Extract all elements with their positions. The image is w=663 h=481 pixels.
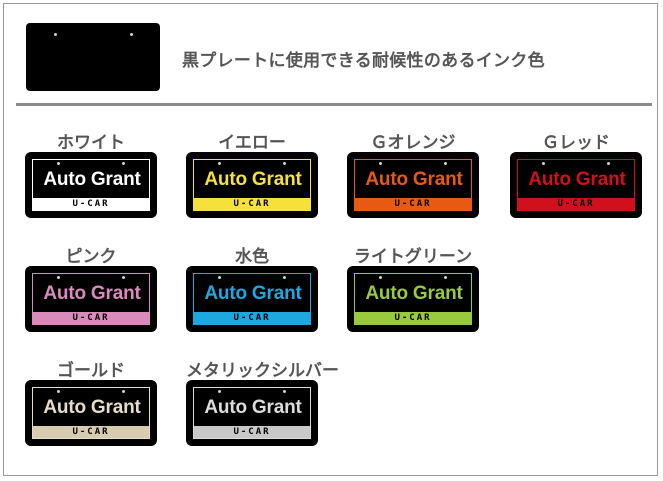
black-plate-sample — [26, 23, 160, 91]
plate-sample: Auto Grant U-CAR — [25, 152, 157, 218]
plate-border: Auto Grant U-CAR — [354, 273, 472, 325]
main-frame: 黒プレートに使用できる耐候性のあるインク色 ホワイト Auto Grant U-… — [3, 3, 658, 476]
plate-sample: Auto Grant U-CAR — [347, 266, 479, 332]
plate-sample: Auto Grant U-CAR — [25, 266, 157, 332]
color-label: ホワイト — [57, 133, 125, 153]
plate-hole-left — [542, 162, 545, 165]
plate-sub: U-CAR — [233, 313, 271, 323]
plate-brand: Auto Grant — [43, 283, 141, 304]
plate-border: Auto Grant U-CAR — [32, 387, 150, 439]
plate-band: U-CAR — [33, 198, 149, 210]
plate-hole-left — [57, 276, 60, 279]
plate-hole-right — [122, 390, 125, 393]
plate-border: Auto Grant U-CAR — [193, 273, 311, 325]
plate-hole-right — [122, 276, 125, 279]
plate-hole-right — [607, 162, 610, 165]
plate-border: Auto Grant U-CAR — [517, 159, 635, 211]
plate-hole-right — [283, 162, 286, 165]
plate-sample: Auto Grant U-CAR — [347, 152, 479, 218]
plate-brand: Auto Grant — [204, 169, 302, 190]
plate-hole-left — [379, 162, 382, 165]
plate-sample: Auto Grant U-CAR — [186, 380, 318, 446]
plate-border: Auto Grant U-CAR — [32, 159, 150, 211]
plate-hole-right — [122, 162, 125, 165]
color-label: 水色 — [235, 247, 269, 267]
plate-band: U-CAR — [194, 312, 310, 324]
plate-sample: Auto Grant U-CAR — [186, 266, 318, 332]
plate-sample: Auto Grant U-CAR — [510, 152, 642, 218]
plate-hole-left — [57, 390, 60, 393]
plate-sub: U-CAR — [72, 313, 110, 323]
plate-hole-right — [283, 276, 286, 279]
plate-brand: Auto Grant — [365, 283, 463, 304]
color-label: ライトグリーン — [353, 247, 473, 267]
plate-sub: U-CAR — [72, 199, 110, 209]
plate-hole-right — [444, 162, 447, 165]
plate-brand: Auto Grant — [365, 169, 463, 190]
divider — [16, 103, 652, 106]
plate-sample: Auto Grant U-CAR — [25, 380, 157, 446]
plate-sample: Auto Grant U-CAR — [186, 152, 318, 218]
color-label: ゴールド — [57, 361, 125, 381]
plate-hole-right — [130, 33, 133, 36]
color-label: Ｇオレンジ — [370, 133, 456, 153]
plate-hole-left — [379, 276, 382, 279]
plate-band: U-CAR — [33, 426, 149, 438]
color-label: Ｇレッド — [542, 133, 610, 153]
plate-sub: U-CAR — [394, 199, 432, 209]
plate-band: U-CAR — [194, 426, 310, 438]
plate-hole-right — [444, 276, 447, 279]
plate-sub: U-CAR — [394, 313, 432, 323]
plate-border: Auto Grant U-CAR — [32, 273, 150, 325]
plate-hole-left — [54, 33, 57, 36]
plate-band: U-CAR — [355, 198, 471, 210]
color-label: ピンク — [65, 247, 117, 267]
plate-band: U-CAR — [33, 312, 149, 324]
plate-sub: U-CAR — [233, 427, 271, 437]
plate-hole-left — [57, 162, 60, 165]
plate-sub: U-CAR — [557, 199, 595, 209]
plate-brand: Auto Grant — [528, 169, 626, 190]
header-description: 黒プレートに使用できる耐候性のあるインク色 — [182, 51, 545, 71]
plate-band: U-CAR — [518, 198, 634, 210]
plate-border: Auto Grant U-CAR — [354, 159, 472, 211]
color-label: メタリックシルバー — [186, 361, 339, 381]
plate-hole-left — [218, 276, 221, 279]
plate-brand: Auto Grant — [43, 397, 141, 418]
plate-sub: U-CAR — [72, 427, 110, 437]
color-label: イエロー — [218, 133, 286, 153]
plate-brand: Auto Grant — [204, 397, 302, 418]
plate-border: Auto Grant U-CAR — [193, 159, 311, 211]
plate-sub: U-CAR — [233, 199, 271, 209]
plate-hole-left — [218, 390, 221, 393]
plate-brand: Auto Grant — [204, 283, 302, 304]
plate-band: U-CAR — [194, 198, 310, 210]
plate-border: Auto Grant U-CAR — [193, 387, 311, 439]
plate-hole-left — [218, 162, 221, 165]
plate-hole-right — [283, 390, 286, 393]
plate-band: U-CAR — [355, 312, 471, 324]
plate-brand: Auto Grant — [43, 169, 141, 190]
